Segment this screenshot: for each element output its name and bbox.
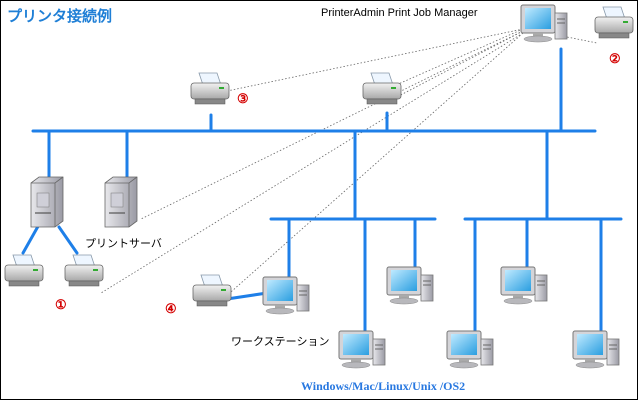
- workstation-pc-icon: [500, 266, 548, 305]
- marker-4: ④: [165, 301, 177, 316]
- workstation-pc-icon: [338, 330, 386, 369]
- marker-2: ②: [609, 51, 621, 66]
- print-server-a-icon: [30, 176, 64, 228]
- workstation-pc-icon: [386, 266, 434, 305]
- manager-label: PrinterAdmin Print Job Manager: [321, 7, 478, 19]
- marker-1: ①: [55, 297, 67, 312]
- network-cables: [21, 47, 623, 337]
- print-server-label: プリントサーバ: [85, 238, 162, 250]
- printer-1-icon: [64, 254, 104, 287]
- management-links: [100, 28, 598, 300]
- workstation-label: ワークステーション: [231, 336, 330, 348]
- workstation-pc-icon: [446, 330, 494, 369]
- print-server-b-icon: [104, 176, 138, 228]
- workstation-pc-icon: [262, 276, 310, 315]
- printer-network-icon: [362, 72, 402, 105]
- printer-4-icon: [192, 274, 232, 307]
- marker-3: ③: [237, 91, 249, 106]
- printer-server-icon: [4, 254, 44, 287]
- workstation-pc-icon: [572, 330, 620, 369]
- diagram-title: プリンタ接続例: [7, 8, 113, 25]
- manager-pc-icon: [520, 4, 568, 43]
- printer-2-icon: [594, 6, 634, 39]
- os-label: Windows/Mac/Linux/Unix /OS2: [301, 379, 466, 393]
- printer-3-icon: [190, 72, 230, 105]
